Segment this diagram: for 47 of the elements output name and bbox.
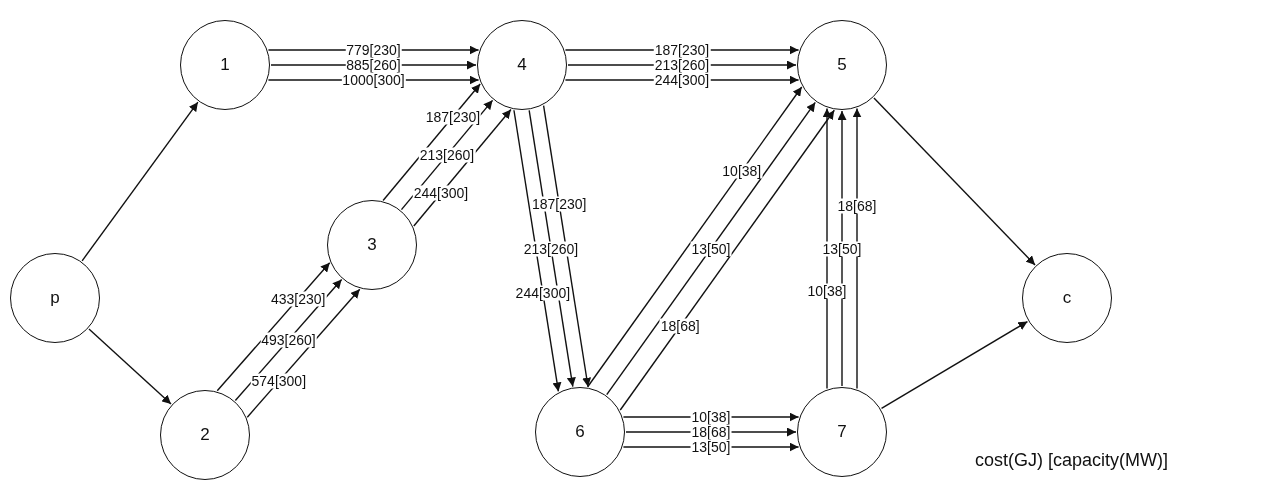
edge-label: 779[230] xyxy=(345,42,402,58)
edge-label: 244[300] xyxy=(412,185,470,201)
edge-label: 18[68] xyxy=(836,198,878,214)
arrow xyxy=(852,107,862,390)
arrow xyxy=(587,86,803,388)
edge-label: 10[38] xyxy=(806,283,848,298)
node-label: 6 xyxy=(575,422,585,442)
edge-label: 13[50] xyxy=(690,439,732,455)
arrow xyxy=(542,104,592,388)
edge-label: 18[68] xyxy=(690,424,732,440)
edge-label: 13[50] xyxy=(690,241,732,256)
edge-label: 885[260] xyxy=(345,57,402,73)
edge-label: 13[50] xyxy=(821,241,863,256)
edge-label: 244[300] xyxy=(653,72,711,88)
edge-label: 18[68] xyxy=(659,318,701,334)
edge-label: 187[230] xyxy=(653,42,711,58)
note-text: cost(GJ) [capacity(MW)] xyxy=(975,450,1168,471)
edge-label: 433[230] xyxy=(269,291,327,307)
edge-label: 574[300] xyxy=(250,373,308,389)
edge-label: 213[260] xyxy=(522,241,580,256)
node-label: 5 xyxy=(837,55,847,75)
node-label: p xyxy=(50,288,60,308)
edge-label: 10[38] xyxy=(721,163,763,179)
edge-label: 213[260] xyxy=(418,147,476,163)
edge-label: 493[260] xyxy=(260,332,317,348)
arrow xyxy=(513,109,562,393)
node-label: 7 xyxy=(837,422,847,442)
node-label: 4 xyxy=(517,55,527,75)
edge-label: 244[300] xyxy=(514,285,572,301)
edge-label: 213[260] xyxy=(653,57,711,73)
edge-label: 1000[300] xyxy=(341,72,406,88)
arrow xyxy=(619,109,835,411)
node-circle xyxy=(160,390,250,480)
node-circle xyxy=(327,200,417,290)
edge-label: 187[230] xyxy=(530,196,588,212)
arrow xyxy=(822,107,832,390)
node-label: 2 xyxy=(200,425,210,445)
arrow xyxy=(606,101,816,396)
arrow xyxy=(88,328,172,405)
edge-label: 10[38] xyxy=(690,409,732,425)
edge-label: 187[230] xyxy=(424,109,482,125)
node-label: c xyxy=(1062,288,1072,308)
node-label: 1 xyxy=(220,55,230,75)
arrow xyxy=(873,97,1036,266)
arrow xyxy=(81,101,199,262)
arrow xyxy=(880,320,1029,410)
node-label: 3 xyxy=(367,235,377,255)
